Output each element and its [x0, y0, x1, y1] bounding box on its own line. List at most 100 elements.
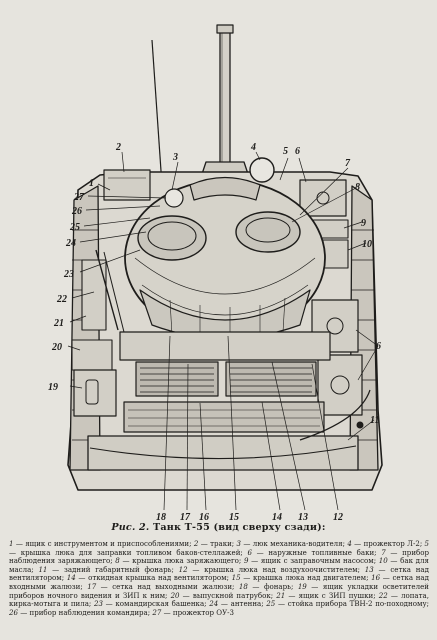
legend-item-number: 18 — [238, 581, 248, 591]
legend-item-text: фонарь; — [263, 581, 294, 591]
legend-item: 10 — бак для масла; — [9, 556, 429, 574]
tank-illustration: 1 2 3 4 5 6 7 8 9 10 6 11 12 13 14 15 16… — [48, 24, 383, 520]
legend-item-text: ящик с инструментом и приспособлениями; — [25, 539, 192, 548]
callout-12: 12 — [333, 512, 343, 520]
legend-item-text: люк механика-водителя; — [252, 539, 345, 548]
legend-item-number: 20 — [170, 590, 180, 600]
callout-20: 20 — [51, 342, 62, 353]
legend-item-text: ящик с ЗИП пушки; — [298, 590, 376, 600]
callout-1: 1 — [89, 178, 94, 189]
legend-item: 15 — крышка люка над двигателем; — [231, 573, 369, 583]
legend-item-text: наружные топливные баки; — [268, 547, 377, 557]
legend-item-text: командирская башенка; — [115, 599, 207, 609]
callout-14: 14 — [272, 512, 282, 520]
legend-item: 1 — ящик с инструментом и приспособления… — [9, 539, 192, 548]
legend-item-number: 8 — [115, 556, 120, 566]
legend-item-text: антенна; — [230, 599, 264, 609]
legend-item: 2 — траки; — [193, 539, 235, 548]
legend-item: 20 — выпускной патрубок; — [170, 590, 274, 600]
callout-2: 2 — [115, 142, 121, 153]
legend-item: 14 — откидная крышка над вентилятором; — [66, 573, 229, 583]
legend-item-number: 24 — [209, 599, 219, 609]
callout-5: 5 — [283, 146, 288, 157]
legend-item: 7 — прибор наблюдения заряжающего; — [9, 547, 430, 566]
legend-item-number: 15 — [231, 573, 241, 583]
callout-22: 22 — [56, 294, 67, 305]
legend-item-text: траки; — [210, 539, 235, 548]
legend-item-text: задний габаритный фонарь; — [64, 564, 174, 574]
legend-item-text: откидная крышка над вентилятором; — [88, 573, 229, 583]
legend-item: 8 — крышка люка заряжающего; — [115, 556, 242, 566]
legend-item-text: сетка над вентилятором; — [9, 564, 429, 583]
legend-item-number: 22 — [378, 590, 388, 600]
callout-26: 26 — [71, 206, 82, 217]
legend-item: 17 — сетка над выходными жалюзи; — [87, 581, 235, 591]
callout-18: 18 — [156, 512, 166, 520]
legend-item-number: 12 — [178, 564, 188, 574]
legend-item-text: стойка прибора ТВН-2 по-походному; — [287, 599, 429, 609]
legend-item-text: крышка люка над воздухоочистителем; — [204, 564, 361, 574]
legend-item: 13 — сетка над вентилятором; — [9, 564, 429, 583]
legend-item: 25 — стойка прибора ТВН-2 по-походному; — [266, 599, 429, 609]
callout-9: 9 — [361, 218, 366, 229]
legend-item: 23 — командирская башенка; — [93, 599, 207, 609]
legend-item-number: 21 — [276, 590, 286, 600]
legend-item: 19 — ящик укладки осветителей приборов н… — [9, 581, 429, 600]
legend-item: 12 — крышка люка над воздухоочистителем; — [178, 564, 361, 574]
legend-item: 24 — антенна; — [209, 599, 264, 609]
legend-item-text: прожектор ОУ-3 — [172, 607, 235, 617]
legend-item-text: ящик укладки осветителей приборов ночног… — [9, 581, 429, 600]
legend-item-text: прожектор Л-2; — [363, 539, 423, 548]
callout-19: 19 — [48, 382, 58, 393]
legend-item-number: 13 — [364, 564, 374, 574]
legend-item-text: бак для масла; — [9, 556, 429, 574]
callout-13: 13 — [298, 512, 308, 520]
legend-item: 6 — наружные топливные баки; — [247, 547, 377, 557]
legend-item-number: 2 — [193, 539, 199, 548]
legend-item-number: 9 — [243, 556, 249, 566]
caption-title: Танк Т-55 (вид сверху сзади): — [153, 522, 326, 533]
callout-8: 8 — [355, 182, 360, 193]
legend-item-number: 7 — [381, 547, 386, 557]
caption-lead: Рис. 2. — [111, 522, 150, 533]
legend-item-number: 11 — [38, 564, 48, 574]
callout-21: 21 — [53, 318, 64, 329]
legend-item-number: 23 — [93, 599, 103, 609]
legend-item-number: 17 — [87, 581, 97, 591]
callout-24: 24 — [65, 238, 76, 249]
legend-item-text: лопата, кирка-мотыга и пила; — [9, 590, 429, 609]
callout-10: 10 — [362, 239, 372, 250]
legend-item: 16 — сетка над входными жалюзи; — [9, 573, 429, 591]
legend-item: 5 — крышка люка для заправки топливом ба… — [9, 539, 430, 557]
legend-item: 9 — ящик с заправочным насосом; — [243, 556, 377, 566]
legend-item-text: сетка над выходными жалюзи; — [112, 581, 235, 591]
figure-legend: 1 — ящик с инструментом и приспособления… — [9, 539, 430, 617]
legend-item: 21 — ящик с ЗИП пушки; — [276, 590, 376, 600]
legend-item-number: 3 — [236, 539, 242, 548]
callout-15: 15 — [229, 512, 239, 520]
legend-item-text: ящик с заправочным насосом; — [260, 556, 377, 566]
legend-item-number: 6 — [247, 547, 252, 557]
callout-4: 4 — [250, 142, 256, 153]
legend-item: 27 — прожектор ОУ-3 — [152, 607, 235, 617]
callout-17: 17 — [180, 512, 191, 520]
legend-item: 18 — фонарь; — [238, 581, 294, 591]
callout-27: 27 — [73, 192, 85, 203]
legend-item: 4 — прожектор Л-2; — [347, 539, 423, 548]
legend-item-number: 14 — [66, 573, 76, 583]
legend-item-number: 26 — [9, 607, 18, 617]
legend-item-number: 5 — [424, 539, 430, 548]
legend-item-number: 10 — [378, 556, 388, 566]
legend-item-text: сетка над входными жалюзи; — [9, 573, 429, 591]
callout-6-top: 6 — [295, 146, 300, 157]
legend-item-number: 25 — [266, 599, 276, 609]
legend-item-number: 16 — [371, 573, 381, 583]
legend-item-number: 1 — [9, 539, 14, 548]
callout-25: 25 — [69, 222, 80, 233]
legend-item-text: прибор наблюдения командира; — [29, 607, 151, 617]
legend-item: 11 — задний габаритный фонарь; — [38, 564, 174, 574]
legend-item-text: крышка люка для заправки топливом баков-… — [20, 547, 243, 557]
callout-7: 7 — [345, 158, 351, 169]
callout-23: 23 — [63, 269, 74, 280]
